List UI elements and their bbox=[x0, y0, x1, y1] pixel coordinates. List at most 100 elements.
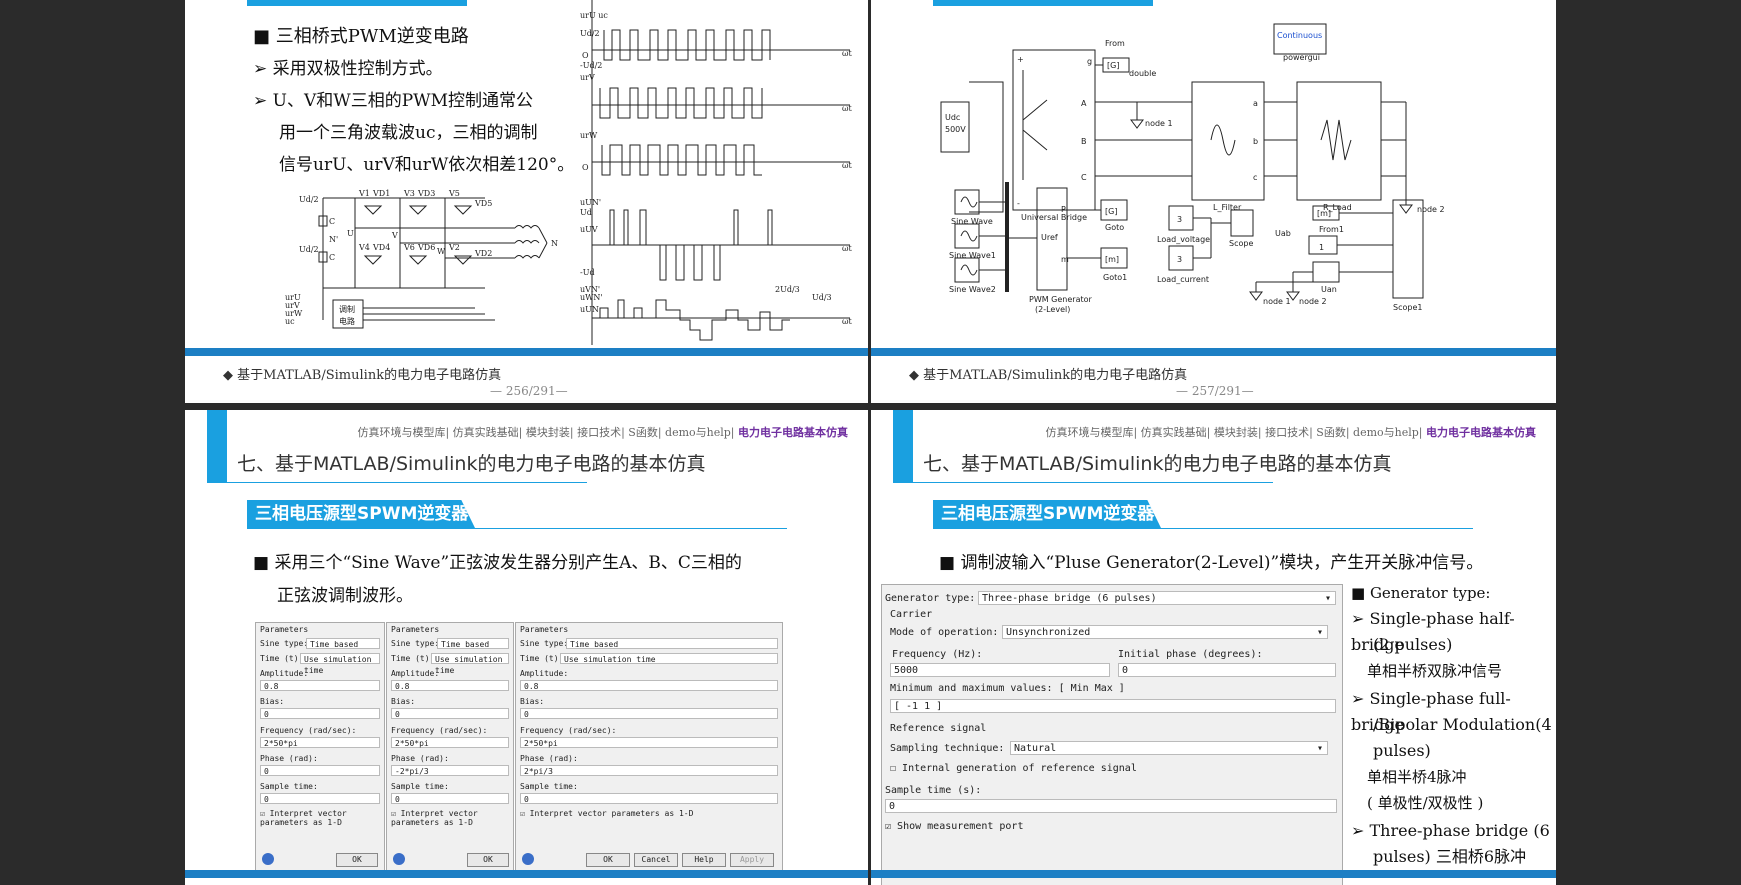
label-vd2: VD2 bbox=[474, 249, 492, 258]
frequency-field[interactable]: 2*50*pi bbox=[260, 737, 380, 748]
sine-type-label: Sine type: bbox=[520, 639, 569, 648]
bias-field[interactable]: 0 bbox=[520, 708, 778, 719]
interpret-checkbox[interactable]: ☑ Interpret vector parameters as 1-D bbox=[260, 809, 347, 827]
filter-port-b: b bbox=[1253, 137, 1258, 146]
goto1-label: Goto1 bbox=[1103, 273, 1127, 282]
nav-links[interactable]: 仿真环境与模型库| 仿真实践基础| 模块封装| 接口技术| S函数| demo与… bbox=[357, 426, 735, 439]
bridge-port-a: A bbox=[1081, 99, 1087, 108]
nav-active[interactable]: 电力电子电路基本仿真 bbox=[738, 426, 848, 439]
label-v5: V5 bbox=[448, 189, 460, 198]
slide-256: ■ 三相桥式PWM逆变电路 ➢ 采用双极性控制方式。 ➢ U、V和W三相的PWM… bbox=[185, 0, 868, 403]
nav-active[interactable]: 电力电子电路基本仿真 bbox=[1426, 426, 1536, 439]
phase-field[interactable]: -2*pi/3 bbox=[391, 765, 509, 776]
gen-type-select[interactable]: Three-phase bridge (6 pulses)▾ bbox=[978, 591, 1336, 605]
sample-field[interactable]: 0 bbox=[391, 793, 509, 804]
initial-phase-field[interactable]: 0 bbox=[1118, 663, 1336, 677]
simulink-model: Continuous powergui From [G] Udc 500V Un… bbox=[940, 23, 1445, 314]
frequency-field[interactable]: 2*50*pi bbox=[391, 737, 509, 748]
sine-type-select[interactable]: Time based bbox=[437, 638, 509, 649]
udc-value: 500V bbox=[945, 125, 966, 134]
wave-2ud3: 2Ud/3 bbox=[775, 285, 800, 294]
minmax-field[interactable]: [ -1 1 ] bbox=[890, 699, 1336, 713]
help-button[interactable]: Help bbox=[682, 853, 726, 867]
ok-button[interactable]: OK bbox=[467, 853, 509, 867]
cancel-button[interactable]: Cancel bbox=[634, 853, 678, 867]
label-v1: V1 bbox=[358, 189, 370, 198]
label-c1: C bbox=[329, 217, 335, 226]
internal-ref-checkbox[interactable]: ☐ Internal generation of reference signa… bbox=[890, 763, 1137, 774]
interpret-label: Interpret vector parameters as 1-D bbox=[529, 809, 694, 818]
sample-label: Sample time: bbox=[391, 782, 449, 791]
bullet-1: ➢ 采用双极性控制方式。 bbox=[253, 59, 443, 79]
footer-bar bbox=[185, 870, 868, 878]
phase-label: Phase (rad): bbox=[391, 754, 449, 763]
phase-field[interactable]: 2*pi/3 bbox=[520, 765, 778, 776]
amplitude-field[interactable]: 0.8 bbox=[260, 680, 380, 691]
amplitude-label: Amplitude: bbox=[520, 669, 569, 678]
label-ud2-top: Ud/2 bbox=[299, 195, 319, 204]
wave-label-uun: uUN' bbox=[580, 198, 601, 207]
label-v4: V4 bbox=[358, 243, 370, 252]
section-banner-partial bbox=[247, 0, 467, 6]
amplitude-field[interactable]: 0.8 bbox=[520, 680, 778, 691]
uab-value: 1 bbox=[1319, 243, 1324, 252]
right-list-2: ➢ Single-phase half-bridge bbox=[1351, 609, 1515, 654]
interpret-checkbox[interactable]: ☑ Interpret vector parameters as 1-D bbox=[520, 809, 694, 818]
reference-group-label: Reference signal bbox=[890, 723, 987, 734]
sample-field[interactable]: 0 bbox=[260, 793, 380, 804]
sampling-select[interactable]: Natural▾ bbox=[1010, 741, 1328, 755]
sine-type-select[interactable]: Time based bbox=[566, 638, 778, 649]
bullet-line-1: ■ 采用三个“Sine Wave”正弦波发生器分别产生A、B、C三相的 bbox=[253, 553, 742, 573]
time-select[interactable]: Use simulation time bbox=[431, 653, 509, 675]
apply-button[interactable]: Apply bbox=[730, 853, 774, 867]
bias-field[interactable]: 0 bbox=[260, 708, 380, 719]
nav-links[interactable]: 仿真环境与模型库| 仿真实践基础| 模块封装| 接口技术| S函数| demo与… bbox=[1045, 426, 1423, 439]
wave-ud: Ud bbox=[580, 208, 592, 217]
sine-wave-label: Sine Wave bbox=[951, 217, 993, 226]
time-select[interactable]: Use simulation time bbox=[300, 653, 380, 675]
interpret-checkbox[interactable]: ☑ Interpret vector parameters as 1-D bbox=[391, 809, 478, 827]
sample-time-field[interactable]: 0 bbox=[885, 799, 1337, 813]
ok-button[interactable]: OK bbox=[336, 853, 378, 867]
sine-wave-dialog-b: Parameters Sine type: Time based Time (t… bbox=[386, 622, 514, 876]
help-icon[interactable] bbox=[393, 853, 405, 865]
phase-field[interactable]: 0 bbox=[260, 765, 380, 776]
frequency-field[interactable]: 5000 bbox=[890, 663, 1110, 677]
bridge-port-plus: + bbox=[1017, 55, 1024, 64]
heading-underline bbox=[893, 482, 1273, 483]
time-select[interactable]: Use simulation time bbox=[560, 653, 778, 664]
amplitude-label: Amplitude: bbox=[260, 669, 309, 678]
pwm-p-port: P bbox=[1061, 205, 1066, 214]
label-uc: uc bbox=[285, 317, 295, 326]
params-label: Parameters bbox=[520, 625, 569, 634]
show-port-checkbox[interactable]: ☑ Show measurement port bbox=[885, 821, 1024, 832]
footer-bar bbox=[871, 348, 1556, 356]
wave-neg-ud2: -Ud/2 bbox=[580, 61, 602, 70]
label-modulation-2: 电路 bbox=[339, 316, 355, 326]
gen-type-value: Three-phase bridge (6 pulses) bbox=[982, 593, 1157, 604]
right-list-3: (2 pulses) bbox=[1373, 635, 1453, 654]
right-list-8: 单相半桥4脉冲 bbox=[1367, 768, 1467, 786]
sine-wave2-label: Sine Wave2 bbox=[949, 285, 996, 294]
bias-field[interactable]: 0 bbox=[391, 708, 509, 719]
sample-field[interactable]: 0 bbox=[520, 793, 778, 804]
ok-button[interactable]: OK bbox=[586, 853, 630, 867]
help-icon[interactable] bbox=[262, 853, 274, 865]
powergui-label: powergui bbox=[1283, 53, 1320, 62]
frequency-field[interactable]: 2*50*pi bbox=[520, 737, 778, 748]
phase-label: Phase (rad): bbox=[520, 754, 578, 763]
uab-label: Uab bbox=[1275, 229, 1291, 238]
pwm-generator-dialog: Generator type: Three-phase bridge (6 pu… bbox=[881, 584, 1343, 885]
amplitude-field[interactable]: 0.8 bbox=[391, 680, 509, 691]
help-icon[interactable] bbox=[522, 853, 534, 865]
label-vd6: VD6 bbox=[417, 243, 435, 252]
mode-select[interactable]: Unsynchronized▾ bbox=[1002, 625, 1328, 639]
label-u: U bbox=[347, 229, 354, 238]
right-list-5: ➢ Single-phase full-bridge bbox=[1351, 689, 1511, 734]
label-w: W bbox=[437, 247, 446, 256]
bridge-port-c: C bbox=[1081, 173, 1087, 182]
label-urw: urW bbox=[285, 309, 303, 318]
label-vd5: VD5 bbox=[474, 199, 492, 208]
sine-type-select[interactable]: Time based bbox=[306, 638, 380, 649]
slide-sine-wave: 仿真环境与模型库| 仿真实践基础| 模块封装| 接口技术| S函数| demo与… bbox=[185, 410, 868, 885]
